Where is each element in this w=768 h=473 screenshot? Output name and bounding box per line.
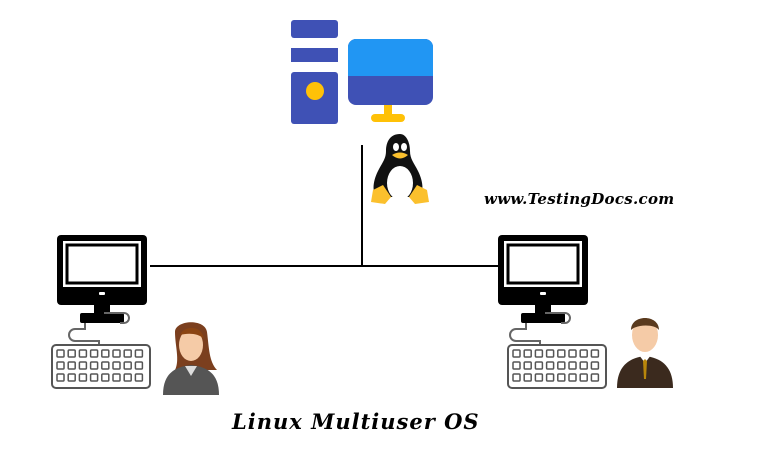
keyboard-key [579, 361, 588, 370]
keyboard-key [134, 349, 144, 358]
keyboard-key [512, 373, 521, 382]
website-url-label: www.TestingDocs.com [484, 190, 675, 208]
keyboard-key [67, 349, 76, 358]
server-tower-icon [291, 20, 338, 124]
keyboard-key [134, 373, 144, 382]
keyboard-key [101, 361, 110, 370]
keyboard-key [78, 349, 88, 358]
diagram-caption: Linux Multiuser OS [232, 409, 480, 434]
linux-penguin-icon [371, 134, 429, 204]
female-user-icon [163, 322, 219, 395]
keyboard-key [512, 349, 521, 358]
keyboard-key [123, 349, 132, 358]
keyboard-key [534, 361, 544, 370]
keyboard-key [545, 361, 555, 370]
keyboard-key [89, 361, 99, 370]
keyboard-key [112, 361, 121, 370]
keyboard-key [557, 373, 566, 382]
keyboard-key [568, 361, 577, 370]
keyboard-key [101, 349, 110, 358]
keyboard-key [568, 349, 577, 358]
keyboard-key [557, 361, 566, 370]
left-terminal-monitor-icon [57, 235, 147, 346]
keyboard-key [134, 361, 144, 370]
keyboard-key [56, 361, 65, 370]
server-monitor-icon [348, 39, 433, 122]
keyboard-key [56, 349, 65, 358]
keyboard-key [67, 373, 76, 382]
keyboard-key [590, 373, 600, 382]
keyboard-key [523, 373, 532, 382]
keyboard-key [545, 373, 555, 382]
keyboard-key [112, 349, 121, 358]
keyboard-key [56, 373, 65, 382]
keyboard-key [112, 373, 121, 382]
keyboard-key [78, 373, 88, 382]
keyboard-key [89, 349, 99, 358]
keyboard-key [568, 373, 577, 382]
left-keyboard-icon [51, 344, 151, 389]
keyboard-key [78, 361, 88, 370]
keyboard-key [579, 349, 588, 358]
keyboard-key [523, 361, 532, 370]
keyboard-key [89, 373, 99, 382]
keyboard-key [123, 373, 132, 382]
keyboard-key [534, 349, 544, 358]
keyboard-key [67, 361, 76, 370]
keyboard-key [545, 349, 555, 358]
keyboard-key [523, 349, 532, 358]
keyboard-key [590, 349, 600, 358]
male-user-icon [617, 318, 673, 388]
right-terminal-monitor-icon [498, 235, 588, 346]
keyboard-key [579, 373, 588, 382]
keyboard-key [123, 361, 132, 370]
right-keyboard-icon [507, 344, 607, 389]
keyboard-key [590, 361, 600, 370]
keyboard-key [101, 373, 110, 382]
keyboard-key [557, 349, 566, 358]
keyboard-key [512, 361, 521, 370]
keyboard-key [534, 373, 544, 382]
